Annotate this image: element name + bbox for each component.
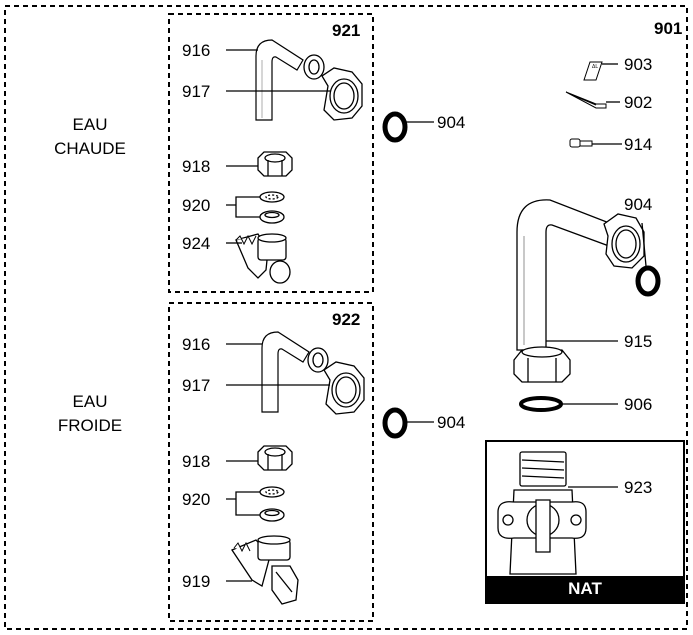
part-label-920-hot: 920 xyxy=(182,196,211,215)
seal-ring-icon xyxy=(382,111,408,439)
part-label-903: 903 xyxy=(624,55,653,74)
angle-valve-icon xyxy=(235,233,291,284)
part-label-920-cold: 920 xyxy=(182,490,211,509)
union-nut-icon xyxy=(321,67,363,121)
angle-valve-icon xyxy=(231,535,299,605)
outer-kit-frame xyxy=(4,5,688,630)
label-tag-icon: ΔL xyxy=(583,61,603,81)
kit-921-tag: 921 xyxy=(332,21,361,40)
cold-water-group-label: EAU FROIDE xyxy=(40,390,140,438)
part-label-916-hot: 916 xyxy=(182,41,211,60)
washer-icon xyxy=(259,191,285,224)
washer-icon xyxy=(519,396,563,412)
hot-water-label: EAU CHAUDE xyxy=(54,115,126,158)
part-label-916-cold: 916 xyxy=(182,335,211,354)
part-label-904-lower: 904 xyxy=(437,413,466,432)
part-label-902: 902 xyxy=(624,93,653,112)
hex-nut-icon xyxy=(513,346,571,383)
part-label-914: 914 xyxy=(624,135,653,154)
washer-icon xyxy=(307,347,329,373)
part-label-924: 924 xyxy=(182,234,211,253)
seal-ring-icon xyxy=(635,265,661,297)
part-label-915: 915 xyxy=(624,332,653,351)
part-label-919: 919 xyxy=(182,572,211,591)
part-label-918-hot: 918 xyxy=(182,157,211,176)
kit-901-tag: 901 xyxy=(654,19,683,38)
part-label-904-right: 904 xyxy=(624,195,653,214)
screw-icon xyxy=(569,138,593,148)
kit-922-tag: 922 xyxy=(332,310,361,329)
nat-label-bar: NAT xyxy=(487,576,683,602)
kit-921-frame xyxy=(168,13,374,293)
drill-bit-icon xyxy=(565,91,607,109)
cold-water-label: EAU FROIDE xyxy=(57,392,123,435)
hex-nut-icon xyxy=(257,151,293,177)
hex-nut-icon xyxy=(257,445,293,471)
elbow-pipe-icon xyxy=(261,331,310,413)
kit-922-frame xyxy=(168,302,374,622)
union-nut-icon xyxy=(323,361,365,415)
part-label-917-cold: 917 xyxy=(182,376,211,395)
part-label-906: 906 xyxy=(624,395,653,414)
washer-icon xyxy=(259,486,285,522)
hot-water-group-label: EAU CHAUDE xyxy=(40,113,140,161)
elbow-pipe-icon xyxy=(516,199,618,351)
gas-cock-icon xyxy=(497,451,587,575)
part-label-918-cold: 918 xyxy=(182,452,211,471)
part-label-923: 923 xyxy=(624,478,653,497)
union-nut-icon xyxy=(603,213,645,269)
part-label-904-upper: 904 xyxy=(437,113,466,132)
part-label-917-hot: 917 xyxy=(182,82,211,101)
svg-text:ΔL: ΔL xyxy=(592,64,598,70)
washer-icon xyxy=(303,54,325,80)
elbow-pipe-icon xyxy=(255,39,304,121)
